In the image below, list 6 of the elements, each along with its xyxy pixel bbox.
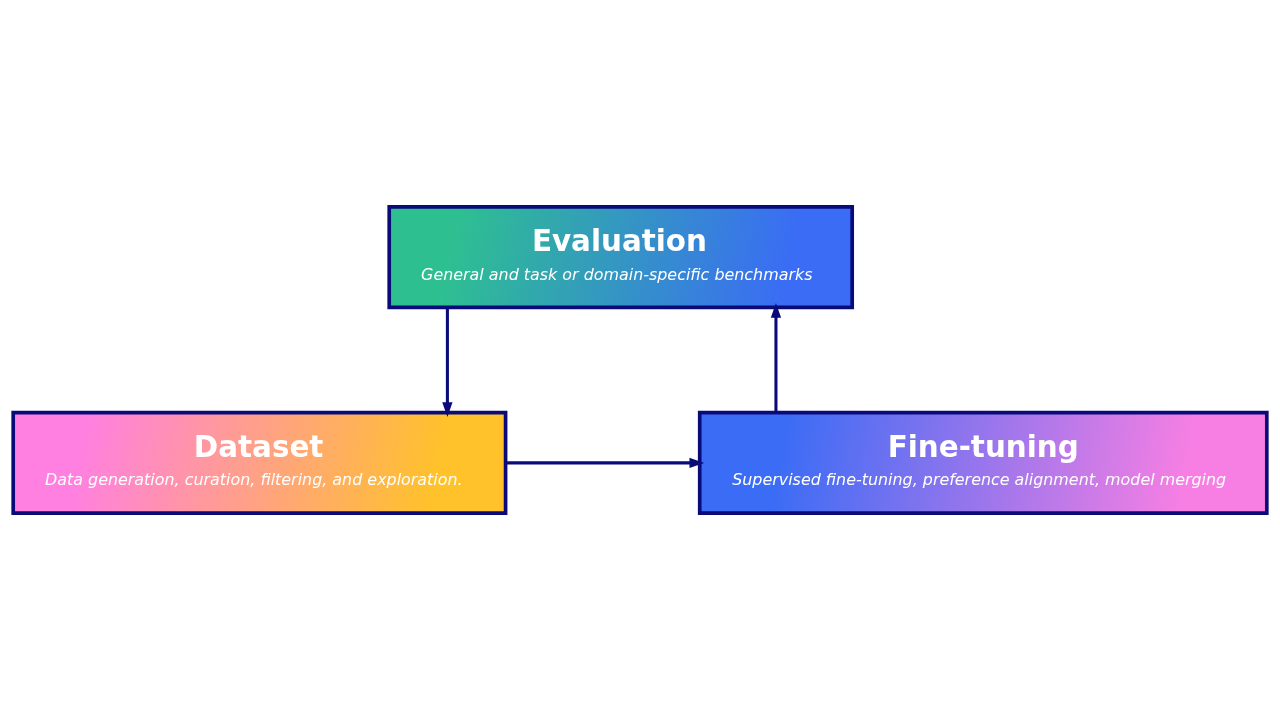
- node-box: Evaluation General and task or domain-specific benchmarks: [387, 205, 855, 310]
- node-box: Fine-tuning Supervised fine-tuning, preference alignment, model merging: [697, 410, 1269, 515]
- node-box: Dataset Data generation, curation, filtering, and exploration.: [11, 410, 508, 515]
- arrow: [505, 457, 705, 469]
- arrow: [442, 307, 453, 417]
- arrow: [770, 303, 782, 413]
